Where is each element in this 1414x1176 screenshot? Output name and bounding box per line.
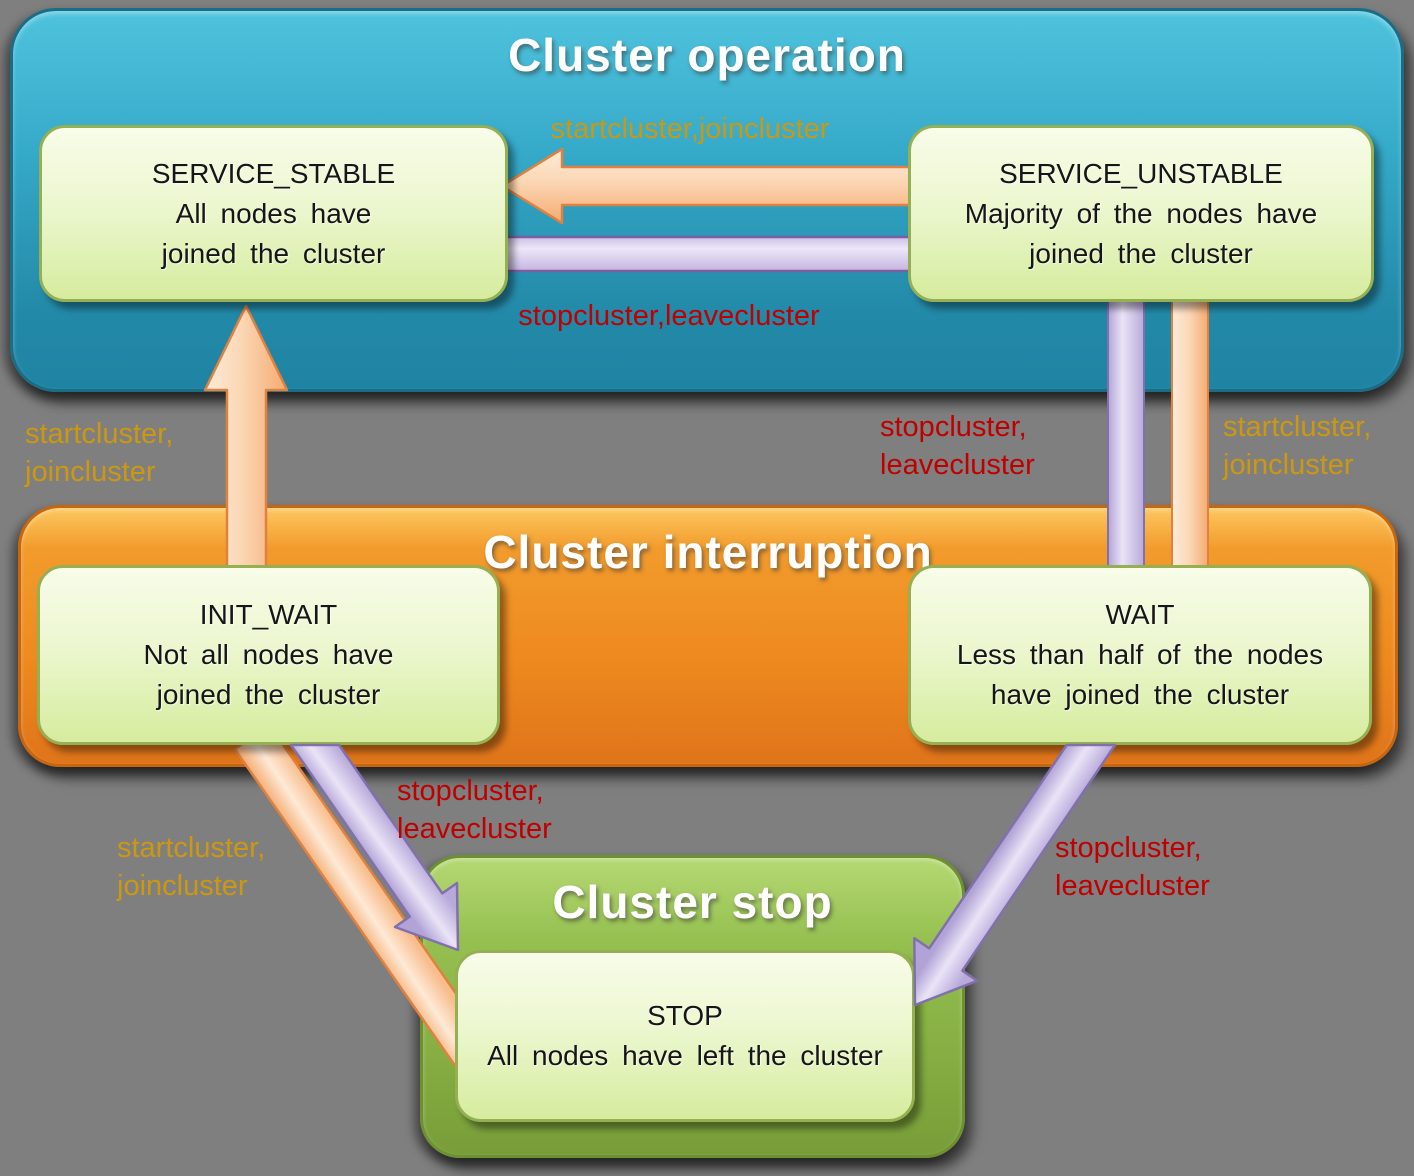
edge-label-startcluster-mid-left: startcluster, joincluster [25, 415, 173, 491]
label-line: stopcluster, [397, 775, 544, 807]
state-init-wait: INIT_WAIT Not all nodes have joined the … [37, 565, 500, 745]
label-line: startcluster, [1223, 411, 1372, 443]
cluster-operation-title: Cluster operation [508, 29, 906, 81]
edge-label-stopcluster-bottom-left: stopcluster, leavecluster [397, 772, 552, 848]
state-name: SERVICE_UNSTABLE [999, 157, 1283, 189]
label-line: leavecluster [880, 449, 1035, 481]
edge-label-startcluster-bottom-left: startcluster, joincluster [117, 829, 265, 905]
label-line: leavecluster [1055, 870, 1210, 902]
edge-label-startcluster-top: startcluster,joincluster [550, 113, 830, 145]
state-desc-line: Not all nodes have [143, 639, 394, 670]
label-line: joincluster [1223, 449, 1354, 481]
state-name: STOP [647, 1000, 723, 1031]
label-line: stopcluster, [1055, 832, 1202, 864]
label-line: stopcluster, [880, 411, 1027, 443]
state-name: WAIT [1105, 599, 1175, 630]
state-desc-line: joined the cluster [1029, 237, 1253, 269]
label-line: leavecluster [397, 813, 552, 845]
cluster-interruption-title: Cluster interruption [483, 526, 933, 578]
state-service-stable: SERVICE_STABLE All nodes have joined the… [39, 125, 508, 302]
state-name: INIT_WAIT [199, 599, 338, 630]
state-wait: WAIT Less than half of the nodes have jo… [908, 565, 1372, 745]
state-desc-line: have joined the cluster [990, 679, 1290, 710]
label-line: joincluster [25, 456, 156, 488]
edge-label-stopcluster-mid-right: stopcluster, leavecluster [880, 408, 1035, 484]
edge-label-stopcluster-bottom-right: stopcluster, leavecluster [1055, 829, 1210, 905]
state-desc-line: joined the cluster [156, 679, 381, 710]
state-desc-line: Majority of the nodes have [964, 197, 1318, 229]
edge-label-startcluster-mid-right: startcluster, joincluster [1223, 408, 1371, 484]
state-desc-line: joined the cluster [161, 237, 386, 269]
state-desc-line: All nodes have [175, 197, 372, 229]
state-desc-line: All nodes have left the cluster [487, 1040, 883, 1071]
state-stop: STOP All nodes have left the cluster [455, 950, 915, 1122]
label-line: startcluster, [25, 418, 174, 450]
edge-label-stopcluster-top: stopcluster,leavecluster [518, 300, 820, 332]
label-line: joincluster [117, 870, 248, 902]
label-line: startcluster, [117, 832, 266, 864]
state-desc-line: Less than half of the nodes [956, 639, 1324, 670]
state-service-unstable: SERVICE_UNSTABLE Majority of the nodes h… [908, 125, 1374, 302]
cluster-stop-title: Cluster stop [552, 876, 833, 928]
state-name: SERVICE_STABLE [151, 157, 396, 189]
